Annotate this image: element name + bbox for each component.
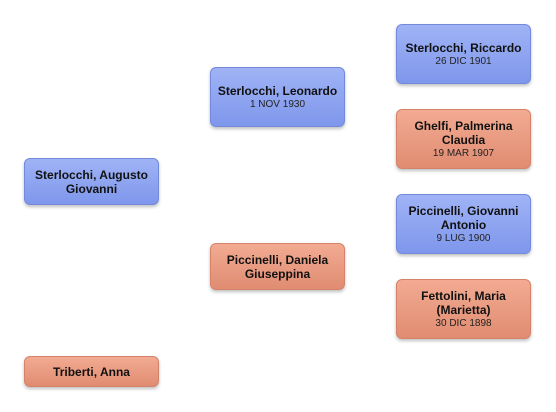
person-card-maria[interactable]: Fettolini, Maria (Marietta) 30 DIC 1898 <box>396 279 531 339</box>
person-card-riccardo[interactable]: Sterlocchi, Riccardo 26 DIC 1901 <box>396 24 531 84</box>
person-card-augusto[interactable]: Sterlocchi, Augusto Giovanni <box>24 158 159 205</box>
person-card-leonardo[interactable]: Sterlocchi, Leonardo 1 NOV 1930 <box>210 67 345 127</box>
person-name: Fettolini, Maria (Marietta) <box>421 288 506 317</box>
person-birth-date: 30 DIC 1898 <box>435 317 492 329</box>
person-name: Sterlocchi, Leonardo <box>217 83 338 98</box>
person-name: Sterlocchi, Riccardo <box>405 40 522 55</box>
person-birth-date: 9 LUG 1900 <box>436 232 491 244</box>
person-birth-date: 26 DIC 1901 <box>435 55 492 67</box>
person-name: Piccinelli, Giovanni Antonio <box>408 203 519 232</box>
person-name: Piccinelli, Daniela Giuseppina <box>226 252 329 281</box>
person-birth-date: 19 MAR 1907 <box>432 147 495 159</box>
person-card-palmerina[interactable]: Ghelfi, Palmerina Claudia 19 MAR 1907 <box>396 109 531 169</box>
person-card-daniela[interactable]: Piccinelli, Daniela Giuseppina <box>210 243 345 290</box>
person-card-anna[interactable]: Triberti, Anna <box>24 356 159 387</box>
person-birth-date: 1 NOV 1930 <box>249 98 306 110</box>
person-name: Triberti, Anna <box>53 364 130 379</box>
person-card-giovanni-antonio[interactable]: Piccinelli, Giovanni Antonio 9 LUG 1900 <box>396 194 531 254</box>
person-name: Sterlocchi, Augusto Giovanni <box>35 167 148 196</box>
person-name: Ghelfi, Palmerina Claudia <box>414 118 513 147</box>
